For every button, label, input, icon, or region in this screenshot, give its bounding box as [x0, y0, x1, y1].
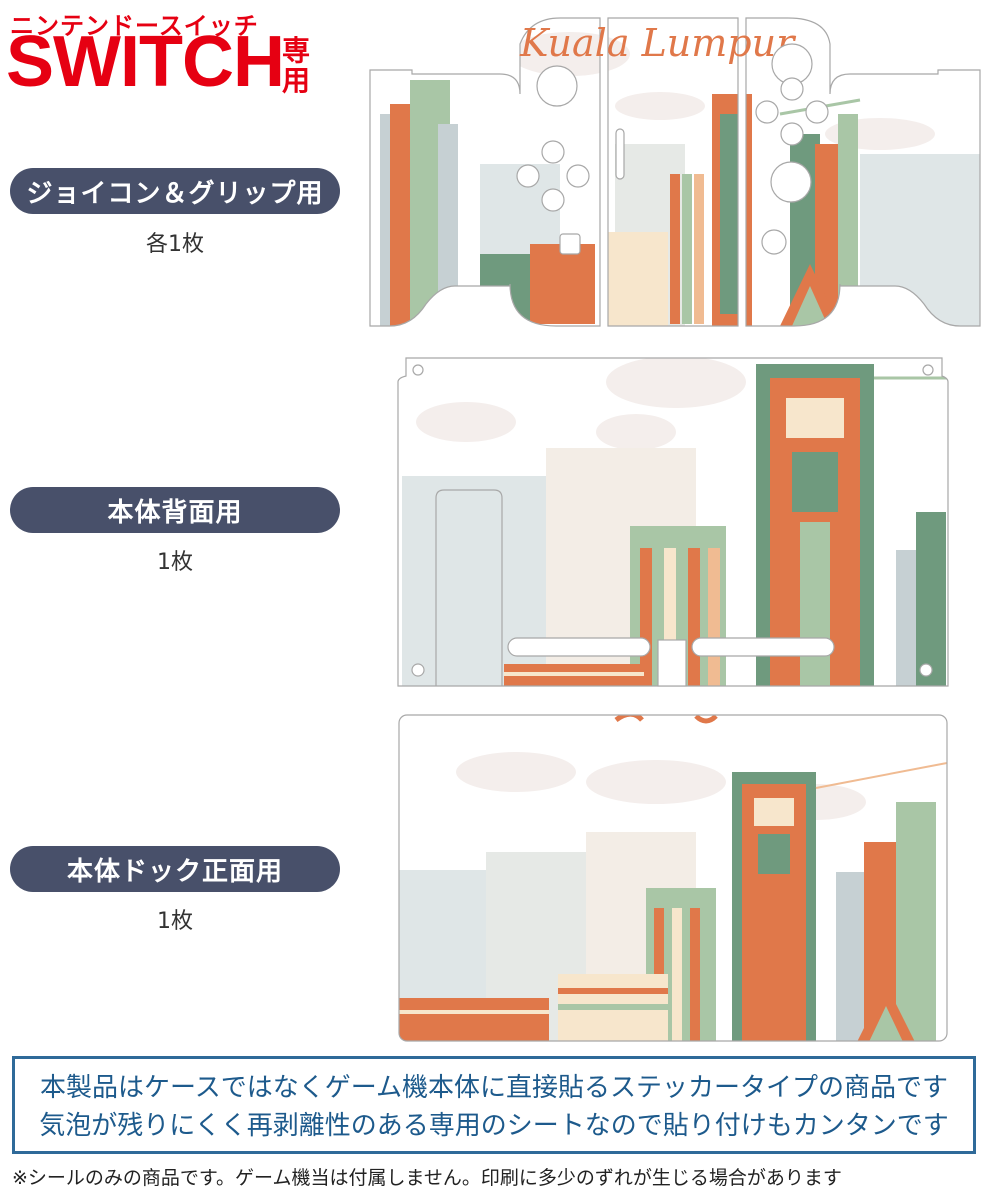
- senyou-label: 専用: [282, 34, 311, 97]
- footnote: ※シールのみの商品です。ゲーム機当は付属しません。印刷に多少のずれが生じる場合が…: [12, 1167, 842, 1189]
- console-back-sticker: [397, 357, 949, 687]
- city-script-label: Kuala Lumpur: [519, 21, 797, 65]
- section-count-joycon-grip: 各1枚: [146, 232, 204, 257]
- section-label-dock: 本体ドック正面用: [10, 846, 340, 892]
- section-label-joycon-grip: ジョイコン＆グリップ用: [10, 168, 340, 214]
- product-notice: 本製品はケースではなくゲーム機本体に直接貼るステッカータイプの商品です 気泡が残…: [12, 1056, 976, 1154]
- notice-line-1: 本製品はケースではなくゲーム機本体に直接貼るステッカータイプの商品です: [40, 1073, 948, 1103]
- section-label-back: 本体背面用: [10, 487, 340, 533]
- section-count-back: 1枚: [157, 550, 193, 575]
- section-count-dock: 1枚: [157, 909, 193, 934]
- switch-logo: SWITCH: [6, 22, 285, 102]
- dock-front-sticker: [398, 714, 948, 1042]
- kana-title: ニンテンドースイッチ: [10, 12, 259, 40]
- joycon-grip-sticker: Kuala Lumpur: [369, 17, 981, 327]
- notice-line-2: 気泡が残りにくく再剥離性のある専用のシートなので貼り付けもカンタンです: [39, 1111, 949, 1141]
